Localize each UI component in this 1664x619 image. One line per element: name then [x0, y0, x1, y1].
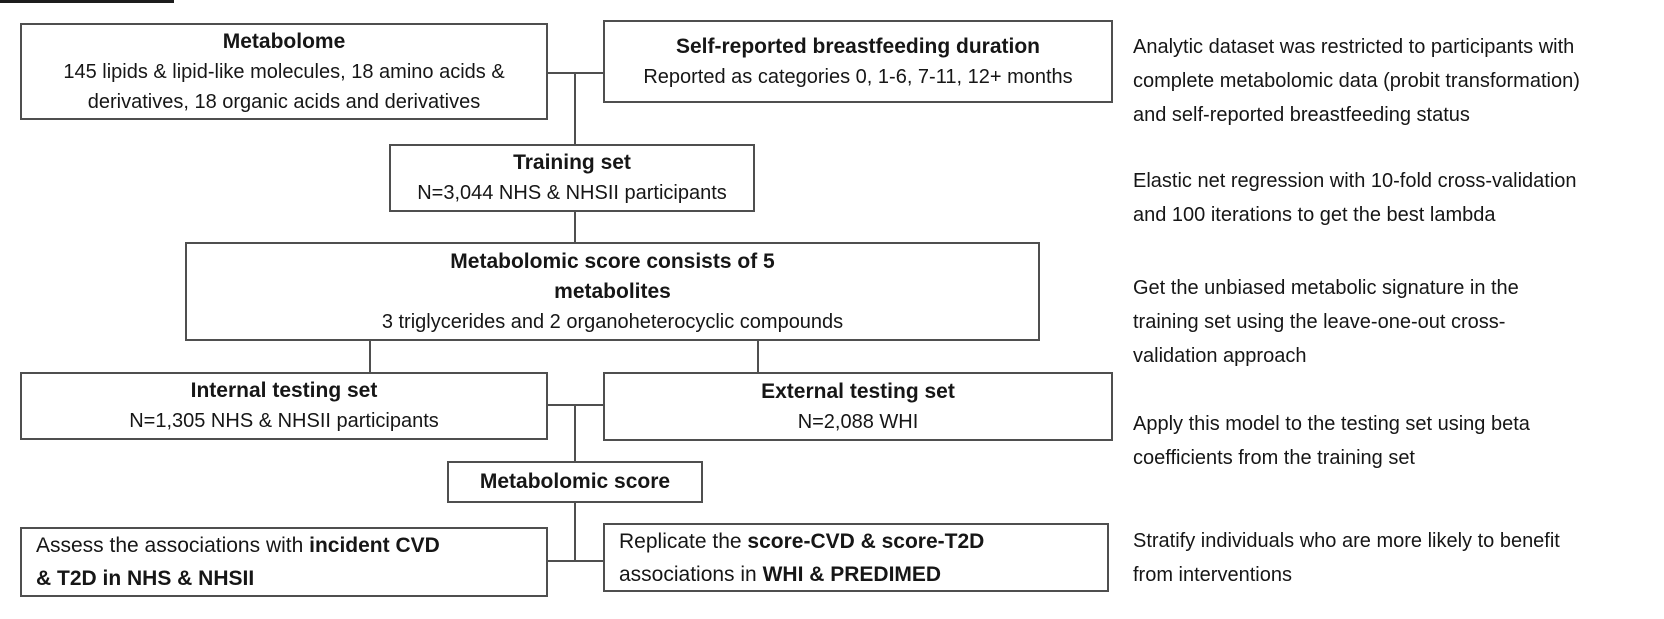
annotation-elastic-net: Elastic net regression with 10-fold cros… [1133, 170, 1577, 226]
connector-score5-to-internal [369, 339, 371, 372]
internal-testing-body: N=1,305 NHS & NHSII participants [129, 410, 439, 432]
training-set-box: Training set N=3,044 NHS & NHSII partici… [389, 144, 755, 212]
replicate-line-2: associations in WHI & PREDIMED [619, 562, 942, 586]
external-testing-set-box: External testing set N=2,088 WHI [603, 372, 1113, 441]
assess-line-1: Assess the associations with incident CV… [36, 534, 440, 557]
connector-top-to-training [574, 72, 576, 144]
metabolomic-score-box: Metabolomic score [447, 461, 703, 503]
annotation-stratify-individuals: Stratify individuals who are more likely… [1133, 530, 1560, 586]
replicate-associations-box: Replicate the score-CVD & score-T2D asso… [603, 523, 1109, 592]
connector-metscore-to-bottom [574, 501, 576, 562]
annotation-unbiased-signature: Get the unbiased metabolic signature in … [1133, 277, 1519, 367]
training-set-body: N=3,044 NHS & NHSII participants [417, 182, 727, 204]
connector-score5-to-external [757, 339, 759, 372]
metabolomic-score-title: Metabolomic score [479, 470, 671, 493]
annotation-apply-model: Apply this model to the testing set usin… [1133, 413, 1530, 469]
internal-testing-set-box: Internal testing set N=1,305 NHS & NHSII… [20, 372, 548, 440]
annotation-analytic-dataset: Analytic dataset was restricted to parti… [1133, 36, 1580, 126]
breastfeeding-duration-box: Self-reported breastfeeding duration Rep… [603, 20, 1113, 103]
assess-line-2: & T2D in NHS & NHSII [36, 567, 255, 590]
score5-body: 3 triglycerides and 2 organoheterocyclic… [381, 310, 844, 333]
external-testing-body: N=2,088 WHI [797, 410, 919, 433]
connector-bottom-bridge [546, 560, 605, 562]
top-edge-artifact-bar [0, 0, 174, 3]
metabolome-body: 145 lipids & lipid-like molecules, 18 am… [63, 60, 505, 113]
connector-training-to-score5 [574, 211, 576, 242]
breastfeeding-duration-title: Self-reported breastfeeding duration [675, 34, 1041, 58]
connector-testing-to-metscore [574, 404, 576, 461]
training-set-title: Training set [513, 151, 631, 174]
external-testing-title: External testing set [761, 379, 955, 403]
metabolome-title: Metabolome [222, 29, 346, 53]
replicate-line-1: Replicate the score-CVD & score-T2D [619, 529, 985, 553]
metabolome-box: Metabolome 145 lipids & lipid-like molec… [20, 23, 548, 120]
connector-top-bridge [548, 72, 605, 74]
internal-testing-title: Internal testing set [190, 379, 378, 402]
assess-associations-box: Assess the associations with incident CV… [20, 527, 548, 597]
breastfeeding-duration-body: Reported as categories 0, 1-6, 7-11, 12+… [643, 65, 1073, 88]
